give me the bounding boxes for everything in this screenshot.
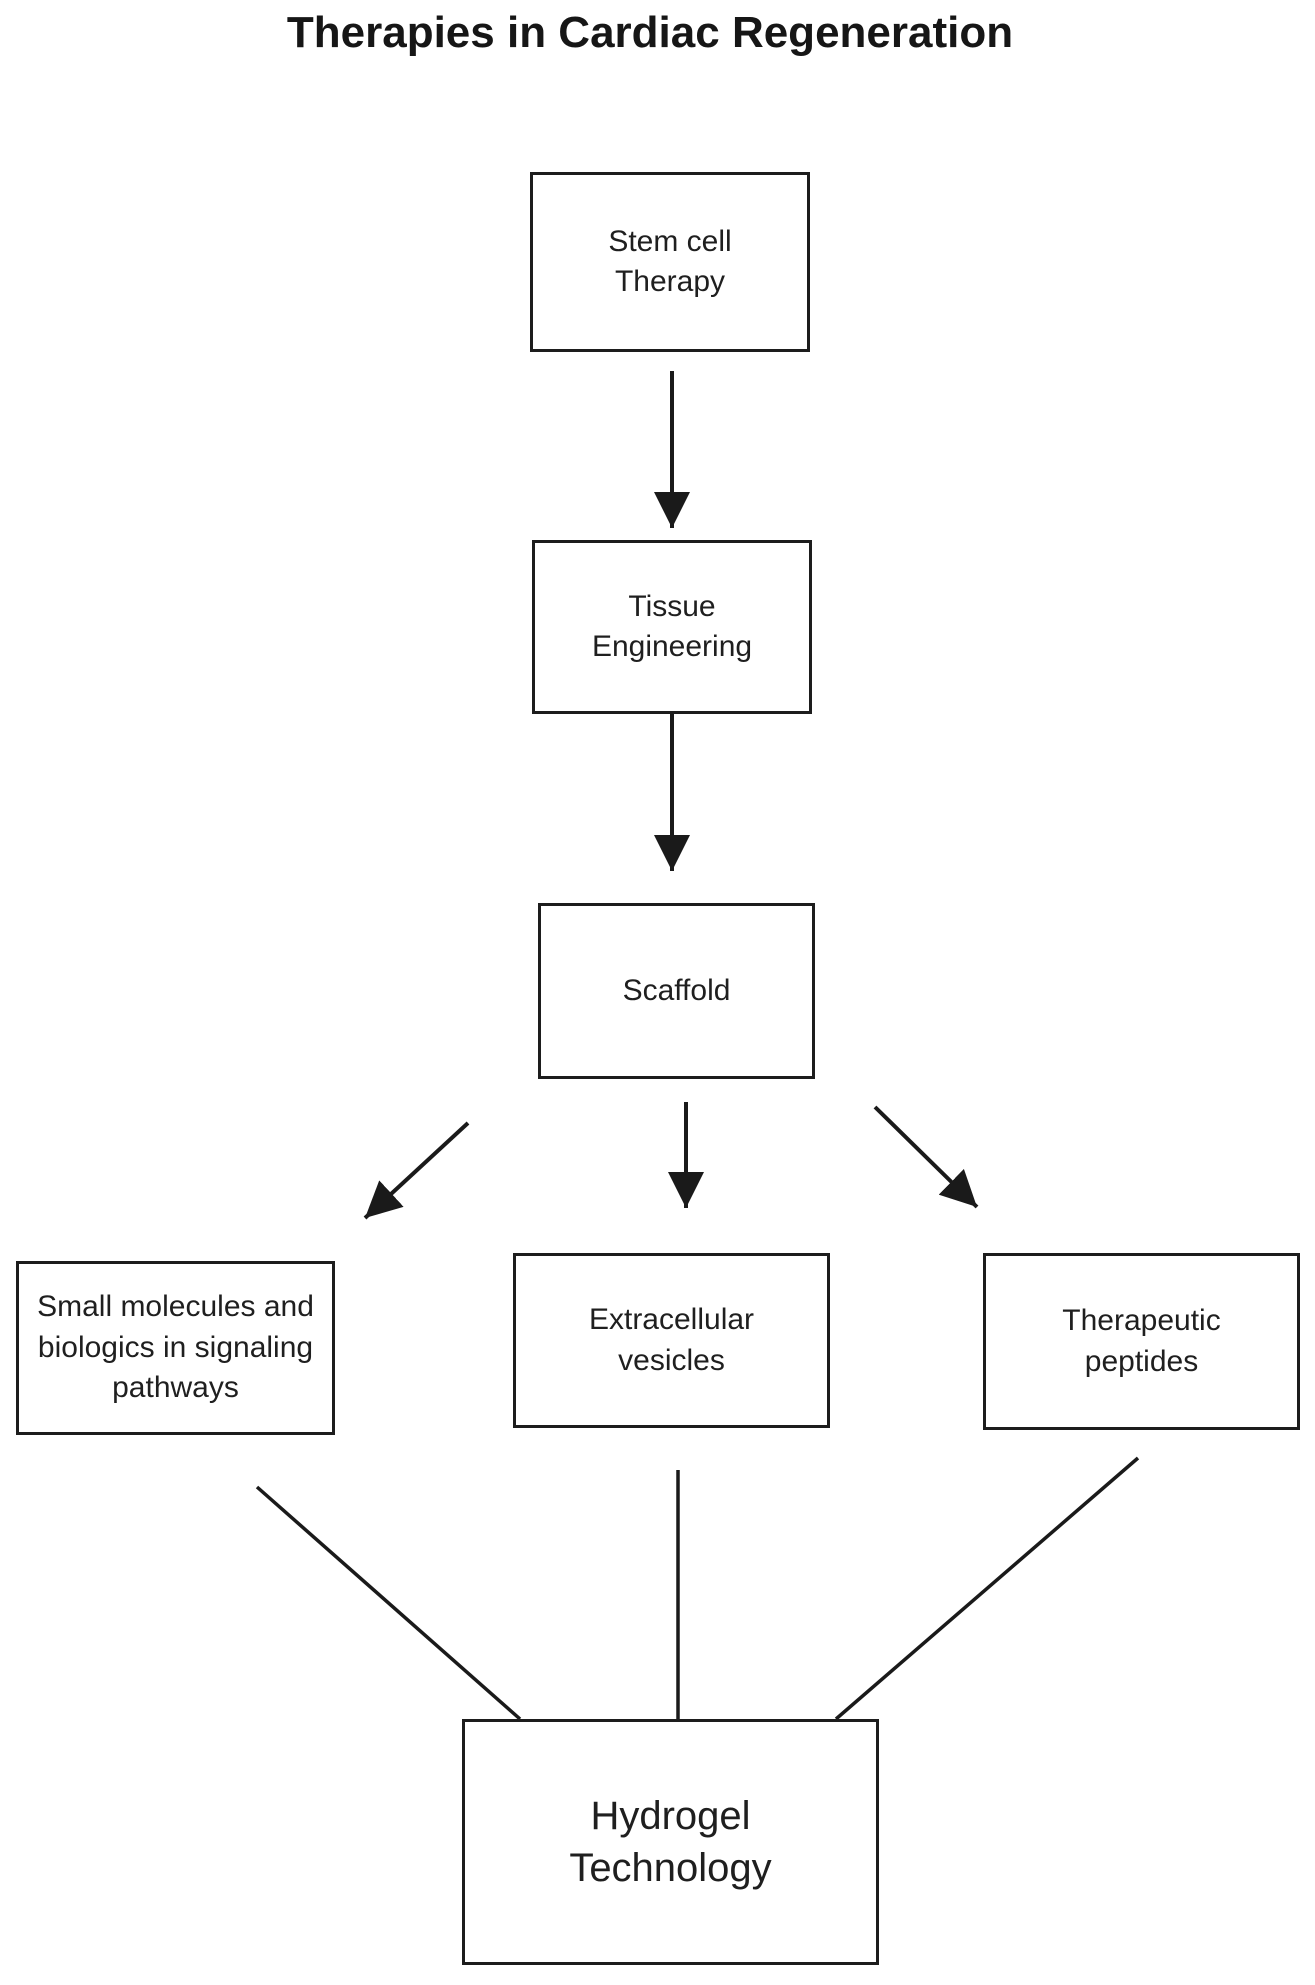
- node-scaffold: Scaffold: [538, 903, 815, 1079]
- node-extracellular-vesicles: Extracellular vesicles: [513, 1253, 830, 1428]
- arrow-scaffold-to-therapeutic: [873, 1105, 979, 1209]
- node-therapeutic-peptides: Therapeutic peptides: [983, 1253, 1300, 1430]
- line-therapeutic-to-hydrogel: [834, 1456, 1140, 1721]
- node-small-molecules: Small molecules and biologics in signali…: [16, 1261, 335, 1435]
- node-stem-cell-therapy: Stem cell Therapy: [530, 172, 810, 352]
- node-hydrogel-technology: Hydrogel Technology: [462, 1719, 879, 1965]
- line-small-molecules-to-hydrogel: [255, 1485, 522, 1721]
- arrow-scaffold-to-small-molecules: [363, 1121, 470, 1220]
- diagram-title: Therapies in Cardiac Regeneration: [286, 8, 1014, 57]
- node-tissue-engineering: Tissue Engineering: [532, 540, 812, 714]
